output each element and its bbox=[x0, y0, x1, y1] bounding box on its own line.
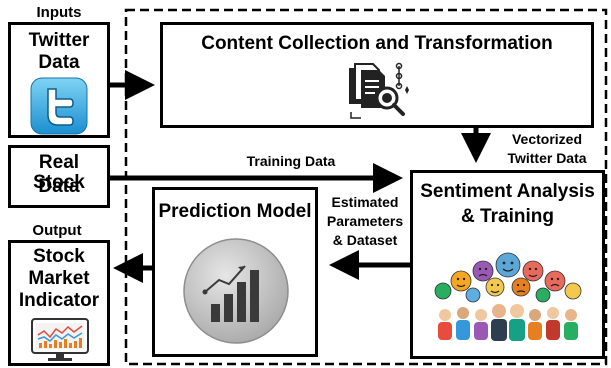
content-collection-node: Content Collection and Transformation bbox=[160, 22, 594, 128]
indicator-title-2: Market bbox=[28, 268, 90, 289]
estimated-label-2: Parameters bbox=[326, 213, 404, 229]
indicator-title-3: Indicator bbox=[18, 290, 100, 311]
stock-data-title-2: Data bbox=[38, 176, 80, 197]
vectorized-label-2: Twitter Data bbox=[507, 150, 587, 166]
vectorized-label-1: Vectorized bbox=[511, 131, 583, 147]
twitter-data-node: Twitter Data bbox=[8, 22, 110, 138]
stock-data-title-1: Real Stock bbox=[33, 152, 85, 193]
training-data-label: Training Data bbox=[246, 153, 336, 169]
twitter-logo-icon bbox=[30, 77, 88, 135]
real-stock-data-node: Real Stock Data bbox=[8, 145, 110, 208]
growth-chart-icon bbox=[183, 238, 289, 344]
twitter-data-title-1: Twitter bbox=[28, 30, 90, 51]
content-collection-title: Content Collection and Transformation bbox=[201, 33, 553, 54]
sentiment-analysis-node: Sentiment Analysis & Training bbox=[410, 170, 605, 359]
processing-region bbox=[124, 8, 608, 366]
monitor-chart-icon bbox=[31, 318, 89, 361]
prediction-model-node: Prediction Model bbox=[152, 187, 318, 357]
twitter-data-title-2: Data bbox=[38, 52, 80, 73]
emoji-crowd-icon bbox=[434, 252, 582, 341]
prediction-model-title: Prediction Model bbox=[158, 201, 312, 222]
output-label: Output bbox=[32, 222, 82, 239]
estimated-label-1: Estimated bbox=[331, 194, 399, 210]
stock-market-indicator-node: Stock Market Indicator bbox=[8, 240, 110, 366]
indicator-title-1: Stock bbox=[33, 246, 85, 267]
inputs-label: Inputs bbox=[36, 4, 82, 21]
document-search-icon bbox=[349, 62, 409, 119]
sentiment-title-1: Sentiment Analysis bbox=[420, 181, 595, 202]
estimated-label-3: & Dataset bbox=[332, 232, 398, 248]
sentiment-title-2: & Training bbox=[461, 206, 554, 227]
